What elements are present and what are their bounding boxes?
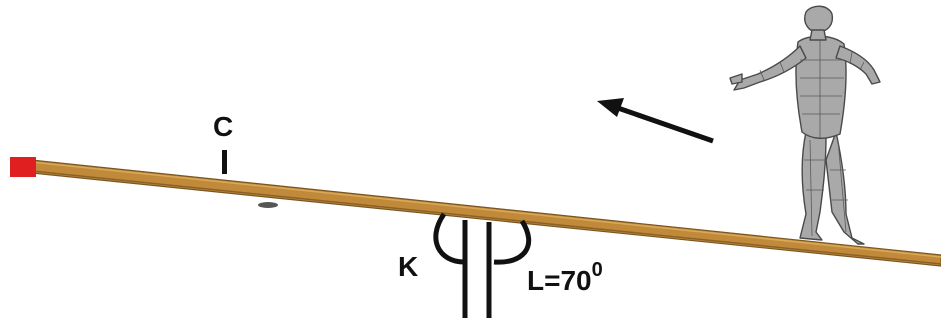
plank-shadow [258,202,278,208]
motion-arrow-icon [597,98,714,144]
plank-end-marker [10,157,36,177]
marker-c-tick [222,150,227,174]
label-c: C [213,111,233,142]
label-l-superscript: 0 [592,259,603,281]
human-figure-icon [729,5,881,245]
plank [10,157,941,267]
pivot-spring [433,212,532,318]
label-l: L=700 [527,259,603,296]
label-k: K [398,251,418,282]
